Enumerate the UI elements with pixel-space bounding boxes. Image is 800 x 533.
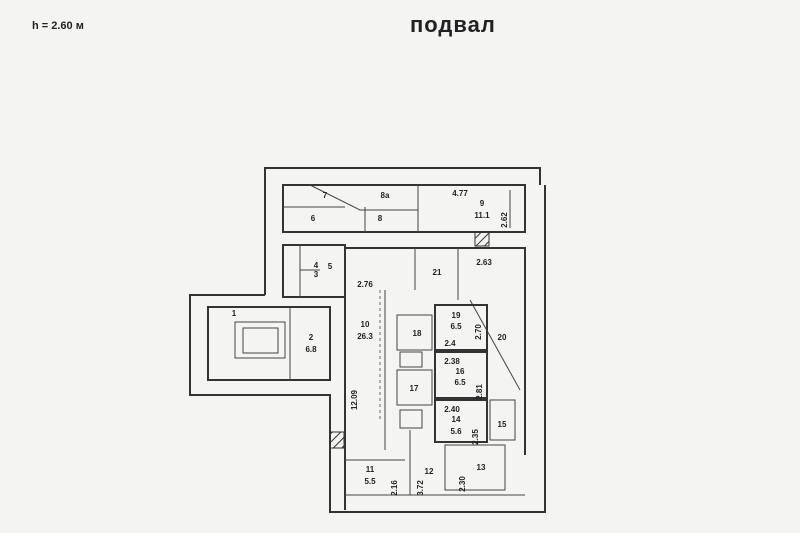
room-13-dim-a: 2.30 (458, 476, 467, 492)
room-12-number: 12 (425, 467, 434, 476)
room-20-number: 20 (498, 333, 507, 342)
room-16-number: 16 (456, 367, 465, 376)
room-5-number: 5 (328, 262, 333, 271)
room-11-area: 5.5 (364, 477, 376, 486)
room-16-dim-a: 2.38 (444, 357, 460, 366)
room-9-area: 11.1 (474, 211, 490, 220)
room-4-number: 4 (314, 261, 319, 270)
room-14-area: 5.6 (450, 427, 462, 436)
room-1-number: 1 (232, 309, 237, 318)
room-11-number: 11 (366, 465, 375, 474)
room-16-area: 6.5 (454, 378, 466, 387)
room-18-number: 18 (413, 329, 422, 338)
room-6-number: 6 (311, 214, 316, 223)
room-17-number: 17 (410, 384, 419, 393)
room-10-dim-a: 2.76 (357, 280, 373, 289)
room-19-dim-a: 2.4 (444, 339, 456, 348)
room-2-area: 6.8 (305, 345, 317, 354)
room-8-number: 8 (378, 214, 383, 223)
room-14-dim-b: 2.35 (471, 429, 480, 445)
room-12-dim-a: 3.72 (416, 480, 425, 496)
room-10-area: 26.3 (357, 332, 373, 341)
room-9-number: 9 (480, 199, 485, 208)
room-3-number: 3 (314, 270, 319, 279)
room-9-dim-a: 4.77 (452, 189, 468, 198)
room-21-dim-a: 2.63 (476, 258, 492, 267)
room-labels: 1 2 6.8 3 4 5 6 7 8 8a 9 11.1 4.77 2.62 … (232, 189, 509, 496)
room-10-number: 10 (361, 320, 370, 329)
room-13-number: 13 (477, 463, 486, 472)
room-14-number: 14 (452, 415, 461, 424)
room-21-number: 21 (433, 268, 442, 277)
room-2-number: 2 (309, 333, 314, 342)
room-11-dim-a: 2.16 (390, 480, 399, 496)
room-15-number: 15 (498, 420, 507, 429)
room-14-dim-a: 2.40 (444, 405, 460, 414)
room-9-dim-b: 2.62 (500, 212, 509, 228)
ceiling-height-label: h = 2.60 м (32, 20, 84, 32)
room-19-dim-b: 2.70 (474, 324, 483, 340)
room-10-dim-b: 12.09 (350, 389, 359, 410)
walls (189, 167, 546, 513)
room-19-area: 6.5 (450, 322, 462, 331)
room-7-number: 7 (323, 191, 328, 200)
room-8a-number: 8a (381, 191, 390, 200)
floor-title: подвал (410, 12, 496, 37)
room-19-number: 19 (452, 311, 461, 320)
room-16-dim-b: 2.81 (475, 384, 484, 400)
